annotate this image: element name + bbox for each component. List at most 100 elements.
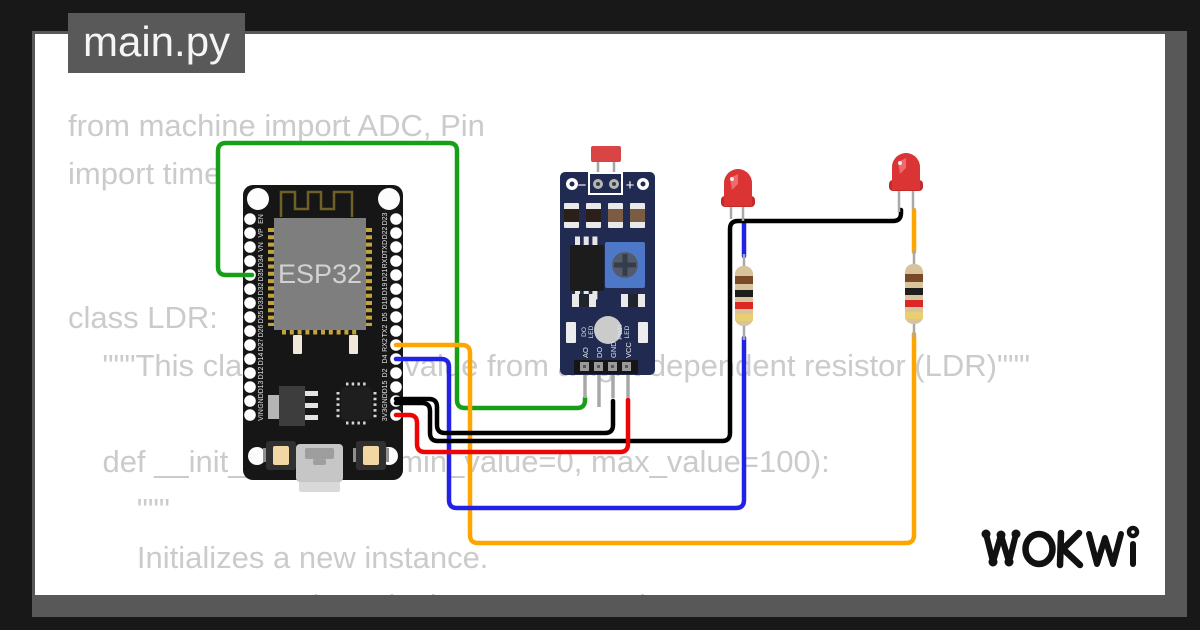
sensor-circle-pad xyxy=(594,316,622,344)
esp32-pin-hole[interactable] xyxy=(244,255,256,267)
esp32-pin-label: VN xyxy=(258,242,265,252)
usb-connector xyxy=(296,444,343,492)
esp32-pin-hole[interactable] xyxy=(390,283,402,295)
esp32-pin-hole[interactable] xyxy=(244,325,256,337)
terminal-pin-center xyxy=(596,182,600,186)
resistor-band xyxy=(905,274,923,282)
resistor-1[interactable] xyxy=(735,254,753,340)
ldr-photoresistor[interactable] xyxy=(591,146,621,162)
mounting-hole xyxy=(378,188,400,210)
sensor-pin-label-vcc: VCC xyxy=(624,342,633,358)
resistor-band xyxy=(905,312,923,319)
esp32-pin-label: VIN xyxy=(258,409,265,421)
esp32-pin-hole[interactable] xyxy=(390,213,402,225)
mounting-hole xyxy=(248,447,266,465)
esp32-pin-hole[interactable] xyxy=(244,367,256,379)
esp32-pin-label: D22 xyxy=(382,226,389,239)
capacitor xyxy=(293,335,302,354)
esp32-pin-label: D13 xyxy=(258,380,265,393)
esp32-pin-hole[interactable] xyxy=(244,213,256,225)
wire-orange[interactable] xyxy=(393,331,917,546)
terminal-minus-label: − xyxy=(578,177,587,194)
terminal-plus-label: + xyxy=(626,177,635,194)
wire-blue[interactable] xyxy=(393,335,747,511)
esp32-pin-hole[interactable] xyxy=(390,311,402,323)
button-cap xyxy=(363,446,379,465)
esp32-pin-label: D33 xyxy=(258,296,265,309)
esp32-pin-label: D32 xyxy=(258,282,265,295)
logo-w2 xyxy=(1086,531,1124,567)
esp32-pin-hole[interactable] xyxy=(244,339,256,351)
esp32-pin-hole[interactable] xyxy=(244,409,256,421)
esp32-pin-label: D26 xyxy=(258,324,265,337)
led-2[interactable] xyxy=(889,153,923,212)
regulator-leg xyxy=(305,391,318,396)
code-line: Initializes a new instance. xyxy=(68,540,489,575)
en-button[interactable] xyxy=(263,441,299,470)
resistor-2[interactable] xyxy=(905,250,923,338)
esp32-pin-label: D15 xyxy=(382,380,389,393)
esp32-pin-hole[interactable] xyxy=(390,269,402,281)
esp32-pin-hole[interactable] xyxy=(244,311,256,323)
file-tab[interactable]: main.py xyxy=(68,13,246,73)
esp32-pin-label: RXD xyxy=(382,254,389,269)
logo-i-dot xyxy=(1126,525,1140,539)
esp32-pin-hole[interactable] xyxy=(390,325,402,337)
esp32-pin-label: D4 xyxy=(382,354,389,363)
esp32-pin-hole[interactable] xyxy=(390,227,402,239)
led-glint xyxy=(730,177,734,181)
capacitor xyxy=(349,335,358,354)
pwr-led-label: LED xyxy=(624,325,631,338)
esp32-pin-hole[interactable] xyxy=(390,367,402,379)
wokwi-logo xyxy=(981,525,1140,569)
ldr-sensor-module[interactable]: − + DO LED PWR LED A xyxy=(560,146,655,407)
esp32-pin-hole[interactable] xyxy=(390,255,402,267)
wire-green[interactable] xyxy=(215,140,588,411)
usb-uart-chip xyxy=(341,387,372,420)
resistor-band xyxy=(905,300,923,307)
regulator-tab xyxy=(268,395,279,419)
esp32-pin-label: RX2 xyxy=(382,338,389,352)
esp32-pin-label: D14 xyxy=(258,352,265,365)
esp32-module xyxy=(274,218,366,330)
comparator-ic xyxy=(570,245,604,291)
esp32-pin-hole[interactable] xyxy=(390,381,402,393)
esp32-pin-label: GND xyxy=(258,393,265,409)
boot-button[interactable] xyxy=(353,441,389,470)
esp32-pin-label: D35 xyxy=(258,268,265,281)
esp32-pin-hole[interactable] xyxy=(244,227,256,239)
esp32-pin-hole[interactable] xyxy=(244,381,256,393)
wire-black-sensor-gnd[interactable] xyxy=(393,396,616,436)
logo-w1-dots xyxy=(981,529,1021,567)
esp32-pin-label: D34 xyxy=(258,254,265,267)
pwr-led-label: PWR xyxy=(617,324,624,339)
esp32-pin-label: D23 xyxy=(382,212,389,225)
esp32-pin-hole[interactable] xyxy=(244,283,256,295)
esp32-pin-label: D19 xyxy=(382,282,389,295)
wire-black-led-gnd[interactable] xyxy=(393,207,904,444)
esp32-pin-hole[interactable] xyxy=(244,395,256,407)
esp32-pin-hole[interactable] xyxy=(244,353,256,365)
code-line: :parameter pin A pin that's connected to… xyxy=(68,582,1030,595)
esp32-pin-hole[interactable] xyxy=(390,241,402,253)
esp32-pin-hole[interactable] xyxy=(390,297,402,309)
esp32-pin-label: EN xyxy=(258,214,265,224)
led-glint xyxy=(898,161,902,165)
esp32-pin-hole[interactable] xyxy=(244,297,256,309)
esp32-pin-hole[interactable] xyxy=(244,241,256,253)
esp32-board[interactable]: ESP32 xyxy=(243,185,403,492)
esp32-pin-label: TX2 xyxy=(382,324,389,337)
sensor-pin-label-do: DO xyxy=(595,347,604,358)
potentiometer[interactable] xyxy=(605,242,645,288)
led-1[interactable] xyxy=(721,169,755,221)
esp32-pin-headers: ENVPVND34D35D32D33D25D26D27D14D12D13GNDV… xyxy=(244,212,402,421)
sensor-pin-label-gnd: GND xyxy=(609,341,618,358)
voltage-regulator xyxy=(279,386,305,426)
resistor-band xyxy=(735,290,753,297)
logo-k xyxy=(1056,529,1084,569)
wire-red[interactable] xyxy=(393,397,631,455)
smd-resistors xyxy=(564,203,645,228)
code-line: class LDR: xyxy=(68,300,218,335)
sensor-hole-center xyxy=(640,181,646,187)
